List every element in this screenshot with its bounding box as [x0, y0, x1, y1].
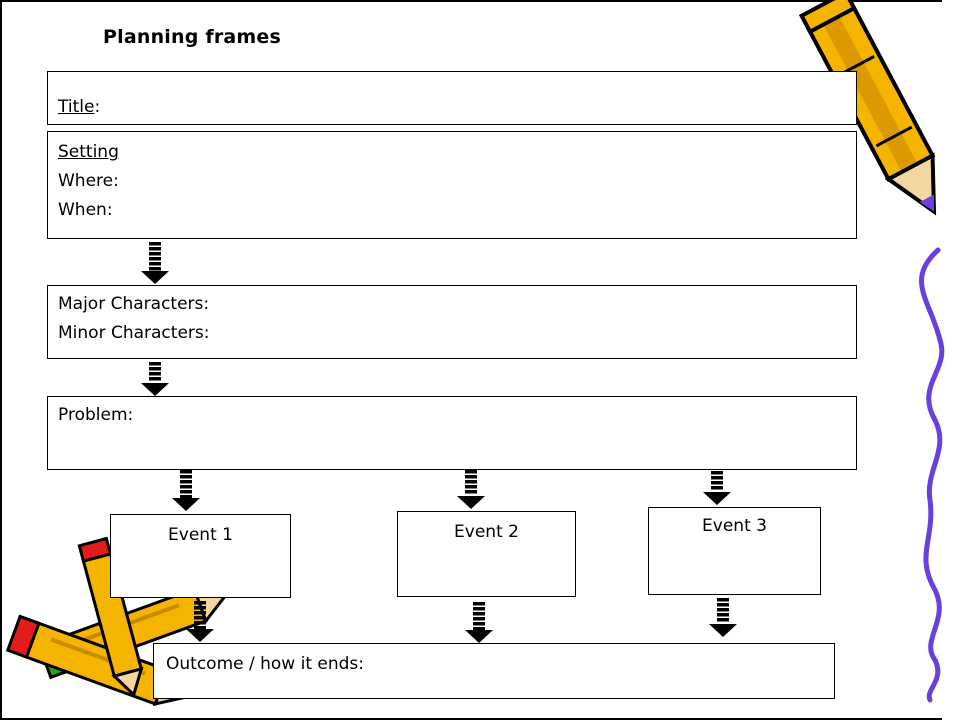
- event-3-label: Event 3: [702, 516, 767, 536]
- title-label: Title: [58, 97, 95, 117]
- arrow-down-icon: [141, 242, 169, 284]
- setting-when: When:: [58, 200, 113, 220]
- event-box-3[interactable]: Event 3: [648, 507, 821, 595]
- setting-where: Where:: [58, 171, 119, 191]
- squiggle-line: [919, 247, 945, 703]
- arrow-down-icon: [703, 466, 731, 505]
- pencil-icon: [798, 0, 937, 216]
- outcome-label: Outcome / how it ends:: [166, 654, 365, 674]
- major-characters: Major Characters:: [58, 294, 210, 314]
- characters-box[interactable]: Major Characters: Minor Characters:: [47, 285, 857, 359]
- arrow-down-icon: [141, 362, 169, 396]
- arrow-down-icon: [186, 601, 214, 642]
- outcome-box[interactable]: Outcome / how it ends:: [153, 643, 835, 699]
- event-2-label: Event 2: [454, 522, 519, 542]
- event-box-1[interactable]: Event 1: [110, 514, 291, 598]
- title-label-line: Title:: [58, 93, 100, 122]
- arrow-down-icon: [172, 470, 200, 511]
- page-heading: Planning frames: [103, 26, 282, 48]
- event-1-label: Event 1: [168, 525, 233, 545]
- setting-box[interactable]: Setting Where: When:: [47, 131, 857, 239]
- minor-characters: Minor Characters:: [58, 323, 210, 343]
- title-colon: :: [94, 97, 101, 117]
- event-box-2[interactable]: Event 2: [397, 511, 576, 597]
- title-box[interactable]: Title:: [47, 71, 857, 125]
- arrow-down-icon: [457, 470, 485, 509]
- arrow-down-icon: [465, 602, 493, 643]
- arrow-down-icon: [709, 598, 737, 637]
- problem-box[interactable]: Problem:: [47, 396, 857, 470]
- crossed-pencils-icon: [5, 536, 229, 707]
- problem-label: Problem:: [58, 405, 134, 425]
- setting-heading: Setting: [58, 142, 119, 162]
